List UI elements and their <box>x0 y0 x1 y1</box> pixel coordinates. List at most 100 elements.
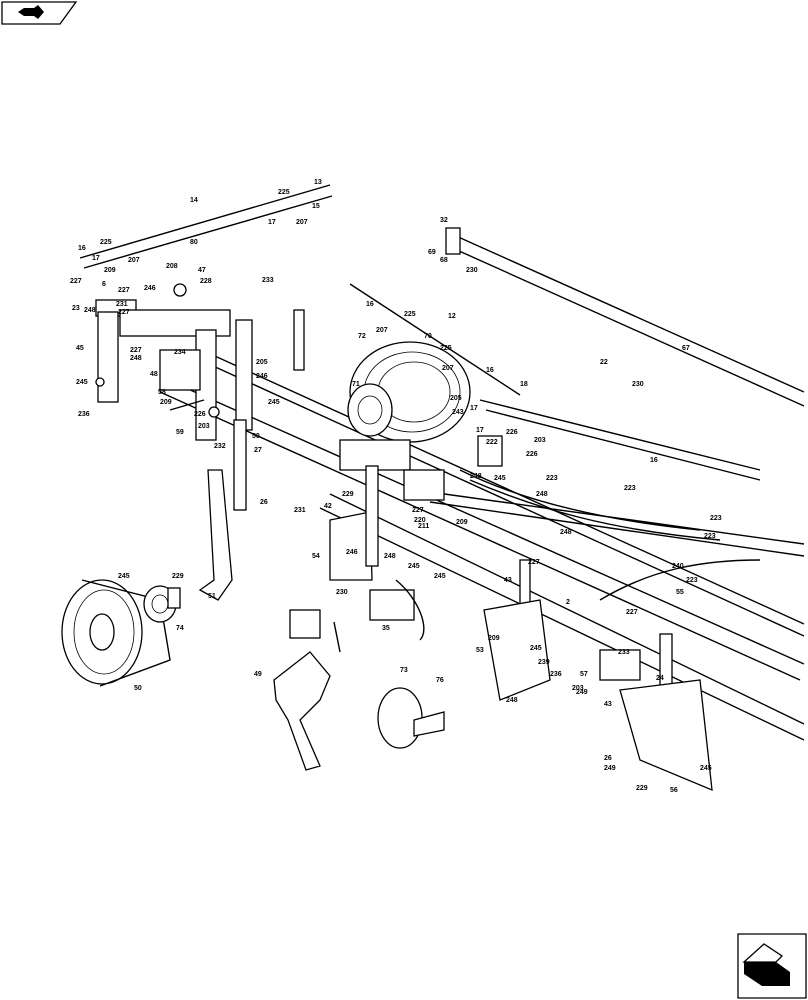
callout-label: 239 <box>538 659 550 666</box>
callout-label: 209 <box>160 399 172 406</box>
callout-label: 248 <box>84 307 96 314</box>
callout-label: 16 <box>650 457 658 464</box>
callout-label: 243 <box>452 409 464 416</box>
callout-label: 14 <box>190 197 198 204</box>
callout-label: 27 <box>254 447 262 454</box>
callout-label: 35 <box>382 625 390 632</box>
callout-label: 42 <box>324 503 332 510</box>
callout-label: 58 <box>158 389 166 396</box>
callout-label: 231 <box>116 301 128 308</box>
callout-label: 205 <box>450 395 462 402</box>
callout-label: 227 <box>412 507 424 514</box>
callout-label: 23 <box>72 305 80 312</box>
callout-label: 43 <box>504 577 512 584</box>
callout-label: 248 <box>536 491 548 498</box>
callout-label: 223 <box>624 485 636 492</box>
callout-label: 245 <box>76 379 88 386</box>
callout-label: 209 <box>104 267 116 274</box>
callout-label: 209 <box>488 635 500 642</box>
callout-label: 47 <box>198 267 206 274</box>
callout-label: 207 <box>296 219 308 226</box>
callout-label: 231 <box>294 507 306 514</box>
callout-label: 229 <box>342 491 354 498</box>
callout-label: 56 <box>670 787 678 794</box>
hydraulic-hoses <box>395 469 761 641</box>
gang-brackets <box>329 435 713 792</box>
callout-label: 205 <box>256 359 268 366</box>
callout-label: 246 <box>144 285 156 292</box>
callout-label: 225 <box>404 311 416 318</box>
callout-label: 246 <box>256 373 268 380</box>
callout-label: 12 <box>448 313 456 320</box>
callout-label: 220 <box>414 517 426 524</box>
callout-label: 17 <box>268 219 276 226</box>
callout-label: 76 <box>436 677 444 684</box>
callout-label: 225 <box>440 345 452 352</box>
callout-label: 230 <box>632 381 644 388</box>
callout-label: 69 <box>428 249 436 256</box>
callout-label: 249 <box>604 765 616 772</box>
callout-label: 211 <box>418 523 429 530</box>
callout-label: 24 <box>656 675 664 682</box>
callout-label: 234 <box>174 349 186 356</box>
callout-label: 72 <box>358 333 366 340</box>
callout-label: 229 <box>172 573 184 580</box>
callout-label: 207 <box>128 257 140 264</box>
callout-label: 32 <box>440 217 448 224</box>
callout-label: 17 <box>92 255 100 262</box>
callout-label: 227 <box>528 559 540 566</box>
callout-label: 248 <box>130 355 142 362</box>
callout-label: 80 <box>190 239 198 246</box>
callout-label: 240 <box>672 563 684 570</box>
callout-label: 71 <box>352 381 360 388</box>
callout-label: 203 <box>198 423 210 430</box>
callout-label: 248 <box>560 529 572 536</box>
callout-label: 43 <box>604 701 612 708</box>
callout-label: 51 <box>208 593 216 600</box>
callout-label: 248 <box>384 553 396 560</box>
callout-label: 50 <box>134 685 142 692</box>
callout-label: 60 <box>0 0 8 2</box>
callout-label: 68 <box>440 257 448 264</box>
callout-label: 223 <box>704 533 716 540</box>
prev-page-arrow-icon <box>18 5 44 19</box>
callout-label: 26 <box>260 499 268 506</box>
callout-label: 236 <box>78 411 90 418</box>
callout-label: 18 <box>520 381 528 388</box>
callout-label: 232 <box>214 443 226 450</box>
callout-label: 223 <box>710 515 722 522</box>
callout-label: 15 <box>312 203 320 210</box>
callout-label: 230 <box>336 589 348 596</box>
callout-label: 48 <box>150 371 158 378</box>
callout-label: 59 <box>176 429 184 436</box>
callout-label: 228 <box>200 278 212 285</box>
callout-label: 245 <box>408 563 420 570</box>
callout-label: 249 <box>576 689 588 696</box>
callout-label: 53 <box>476 647 484 654</box>
callout-label: 207 <box>376 327 388 334</box>
callout-label: 223 <box>546 475 558 482</box>
callout-label: 248 <box>470 473 482 480</box>
callout-label: 203 <box>534 437 546 444</box>
callout-label: 225 <box>100 239 112 246</box>
callout-label: 208 <box>166 263 178 270</box>
callout-label: 16 <box>366 301 374 308</box>
callout-label: 222 <box>486 439 498 446</box>
callout-label: 227 <box>118 287 130 294</box>
prev-page-button[interactable] <box>1 1 78 25</box>
center-gauge-wheel <box>293 309 471 471</box>
callout-label: 50 <box>252 433 260 440</box>
callout-label: 220 <box>0 0 12 2</box>
callout-label: 57 <box>580 671 588 678</box>
callout-label: 245 <box>434 573 446 580</box>
callout-label: 226 <box>506 429 518 436</box>
callout-label: 245 <box>494 475 506 482</box>
callout-label: 227 <box>626 609 638 616</box>
rear-tube-bars <box>79 184 805 481</box>
callout-label: 209 <box>456 519 468 526</box>
callout-label: 17 <box>470 405 478 412</box>
next-page-button[interactable] <box>737 933 807 999</box>
callout-label: 225 <box>278 189 290 196</box>
